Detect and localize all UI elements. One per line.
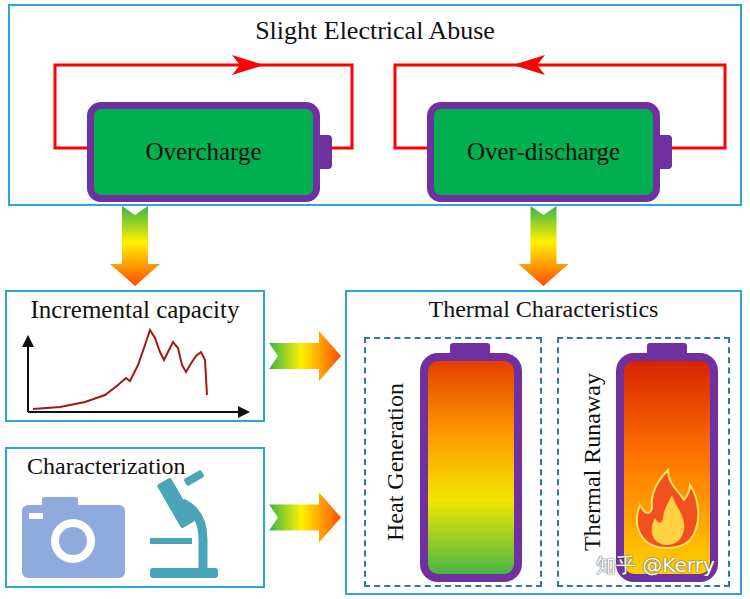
battery-label: Overcharge	[145, 138, 261, 166]
burning-battery	[620, 357, 714, 578]
gradient-arrow	[269, 493, 341, 543]
camera-lens	[59, 527, 87, 555]
panel-title: Thermal Characteristics	[347, 296, 740, 323]
abuse-panel: Slight Electrical AbuseOvercharge Over-di…	[8, 4, 742, 206]
panel-title: Slight Electrical Abuse	[10, 16, 740, 46]
battery-terminal	[320, 135, 332, 169]
flame-outer	[637, 470, 698, 548]
microscope-eyepiece	[183, 470, 204, 487]
capacity-curve	[33, 330, 207, 409]
vertical-label: Thermal Runaway	[579, 373, 606, 551]
current-arrowhead	[513, 55, 545, 75]
current-arrowhead	[232, 55, 264, 75]
thermal-subpanel: Thermal Runaway	[557, 337, 730, 587]
chart-axis	[28, 411, 240, 413]
analysis-panel: Incremental capacity	[5, 290, 265, 422]
panel-title: Characterization	[7, 453, 263, 480]
microscope-base	[150, 568, 218, 578]
gradient-arrow	[110, 206, 160, 286]
vertical-label: Heat Generation	[382, 383, 409, 541]
thermal-subpanel: Heat Generation	[364, 337, 542, 587]
flame-inner	[652, 495, 685, 545]
heating-battery	[424, 357, 518, 578]
camera-lens-ring	[51, 519, 95, 563]
camera-flash	[29, 513, 43, 519]
camera-top	[42, 497, 78, 509]
gradient-arrow	[269, 331, 341, 381]
analysis-panel: Characterization	[5, 447, 265, 588]
battery-terminal	[660, 135, 672, 169]
thermal-panel: Thermal CharacteristicsHeat Generation Th…	[345, 290, 742, 595]
camera-body	[22, 505, 125, 578]
battery-node: Over-discharge	[427, 102, 660, 202]
battery-node: Overcharge	[87, 102, 320, 202]
axis-arrowhead	[22, 335, 34, 347]
battery-label: Over-discharge	[467, 138, 620, 166]
chart-axis	[27, 345, 29, 412]
microscope-stage	[150, 538, 192, 544]
watermark: 知乎 @Kerry	[596, 552, 715, 579]
axis-arrowhead	[238, 406, 250, 418]
panel-title: Incremental capacity	[7, 296, 263, 324]
gradient-arrow	[519, 206, 569, 286]
